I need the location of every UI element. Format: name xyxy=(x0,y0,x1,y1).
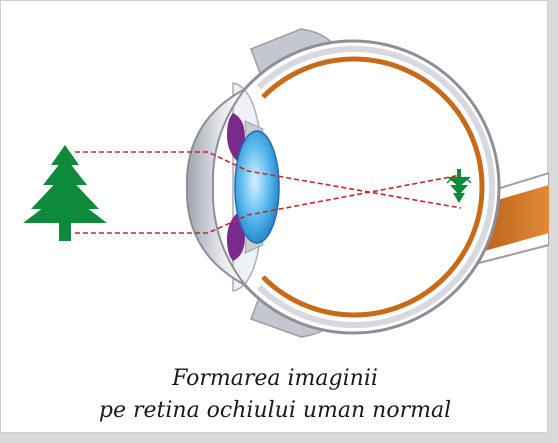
figure-card: Formarea imaginii pe retina ochiului uma… xyxy=(0,0,548,433)
caption-line-2: pe retina ochiului uman normal xyxy=(1,395,549,427)
caption-line-1: Formarea imaginii xyxy=(1,363,549,395)
pine-tree-icon xyxy=(23,145,107,241)
figure-caption: Formarea imaginii pe retina ochiului uma… xyxy=(1,363,549,427)
crystalline-lens xyxy=(235,131,279,243)
eye-diagram xyxy=(1,1,549,361)
